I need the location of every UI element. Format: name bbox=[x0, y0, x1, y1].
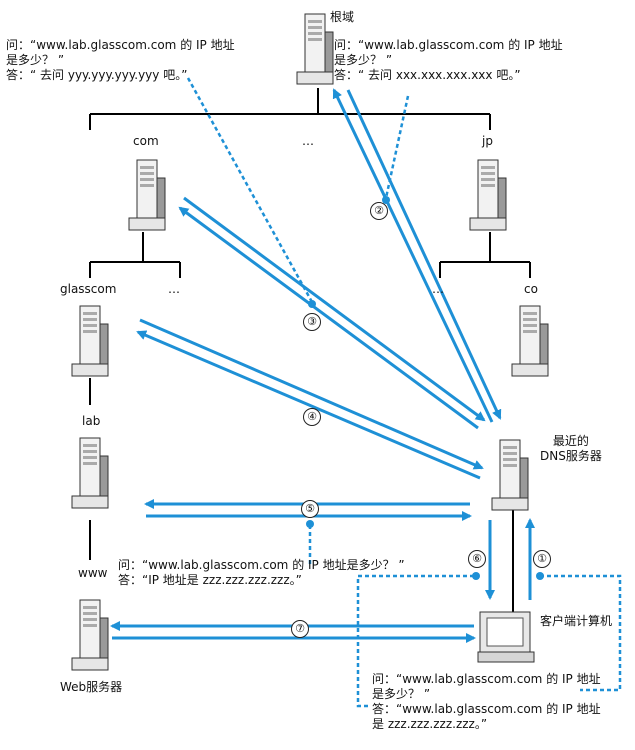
client-computer bbox=[477, 611, 535, 663]
step-7: ⑦ bbox=[291, 620, 309, 638]
dialog-lab-answer: 问：“www.lab.glasscom.com 的 IP 地址是多少？ ” 答：… bbox=[118, 558, 405, 587]
web-server-label: Web服务器 bbox=[60, 680, 123, 694]
jp-server bbox=[469, 159, 507, 231]
step-4: ④ bbox=[303, 408, 321, 426]
com-server bbox=[128, 159, 166, 231]
nearest-dns-server bbox=[491, 439, 529, 511]
callout-lines bbox=[186, 77, 622, 708]
step-1: ① bbox=[533, 550, 551, 568]
client-label: 客户端计算机 bbox=[540, 614, 613, 628]
glasscom-label: glasscom bbox=[60, 282, 117, 296]
ellipsis-top-label: … bbox=[302, 134, 314, 148]
dialog-com-referral: 问：“www.lab.glasscom.com 的 IP 地址 是多少？ ” 答… bbox=[334, 38, 563, 82]
lab-label: lab bbox=[82, 414, 101, 428]
dialog-client-answer: 问：“www.lab.glasscom.com 的 IP 地址 是多少？ ” 答… bbox=[372, 672, 601, 731]
www-label: www bbox=[78, 566, 108, 580]
com-label: com bbox=[133, 134, 159, 148]
web-server bbox=[71, 599, 109, 671]
root-server bbox=[296, 13, 334, 85]
glasscom-server bbox=[71, 305, 109, 377]
co-label: co bbox=[524, 282, 538, 296]
co-server bbox=[511, 305, 549, 377]
hierarchy-lines bbox=[89, 88, 531, 612]
nearest-dns-label: 最近的 DNS服务器 bbox=[540, 434, 602, 463]
step-2: ② bbox=[370, 202, 388, 220]
query-arrows bbox=[110, 88, 535, 643]
dialog-root-referral: 问：“www.lab.glasscom.com 的 IP 地址 是多少？ ” 答… bbox=[6, 38, 235, 82]
step-5: ⑤ bbox=[301, 500, 319, 518]
step-6: ⑥ bbox=[468, 550, 486, 568]
lab-server bbox=[71, 437, 109, 509]
ellipsis-jp-label: … bbox=[432, 282, 444, 296]
callout-dots bbox=[306, 196, 544, 580]
jp-label: jp bbox=[482, 134, 493, 148]
ellipsis-com-label: … bbox=[168, 282, 180, 296]
step-3: ③ bbox=[303, 313, 321, 331]
root-label: 根域 bbox=[330, 10, 355, 24]
